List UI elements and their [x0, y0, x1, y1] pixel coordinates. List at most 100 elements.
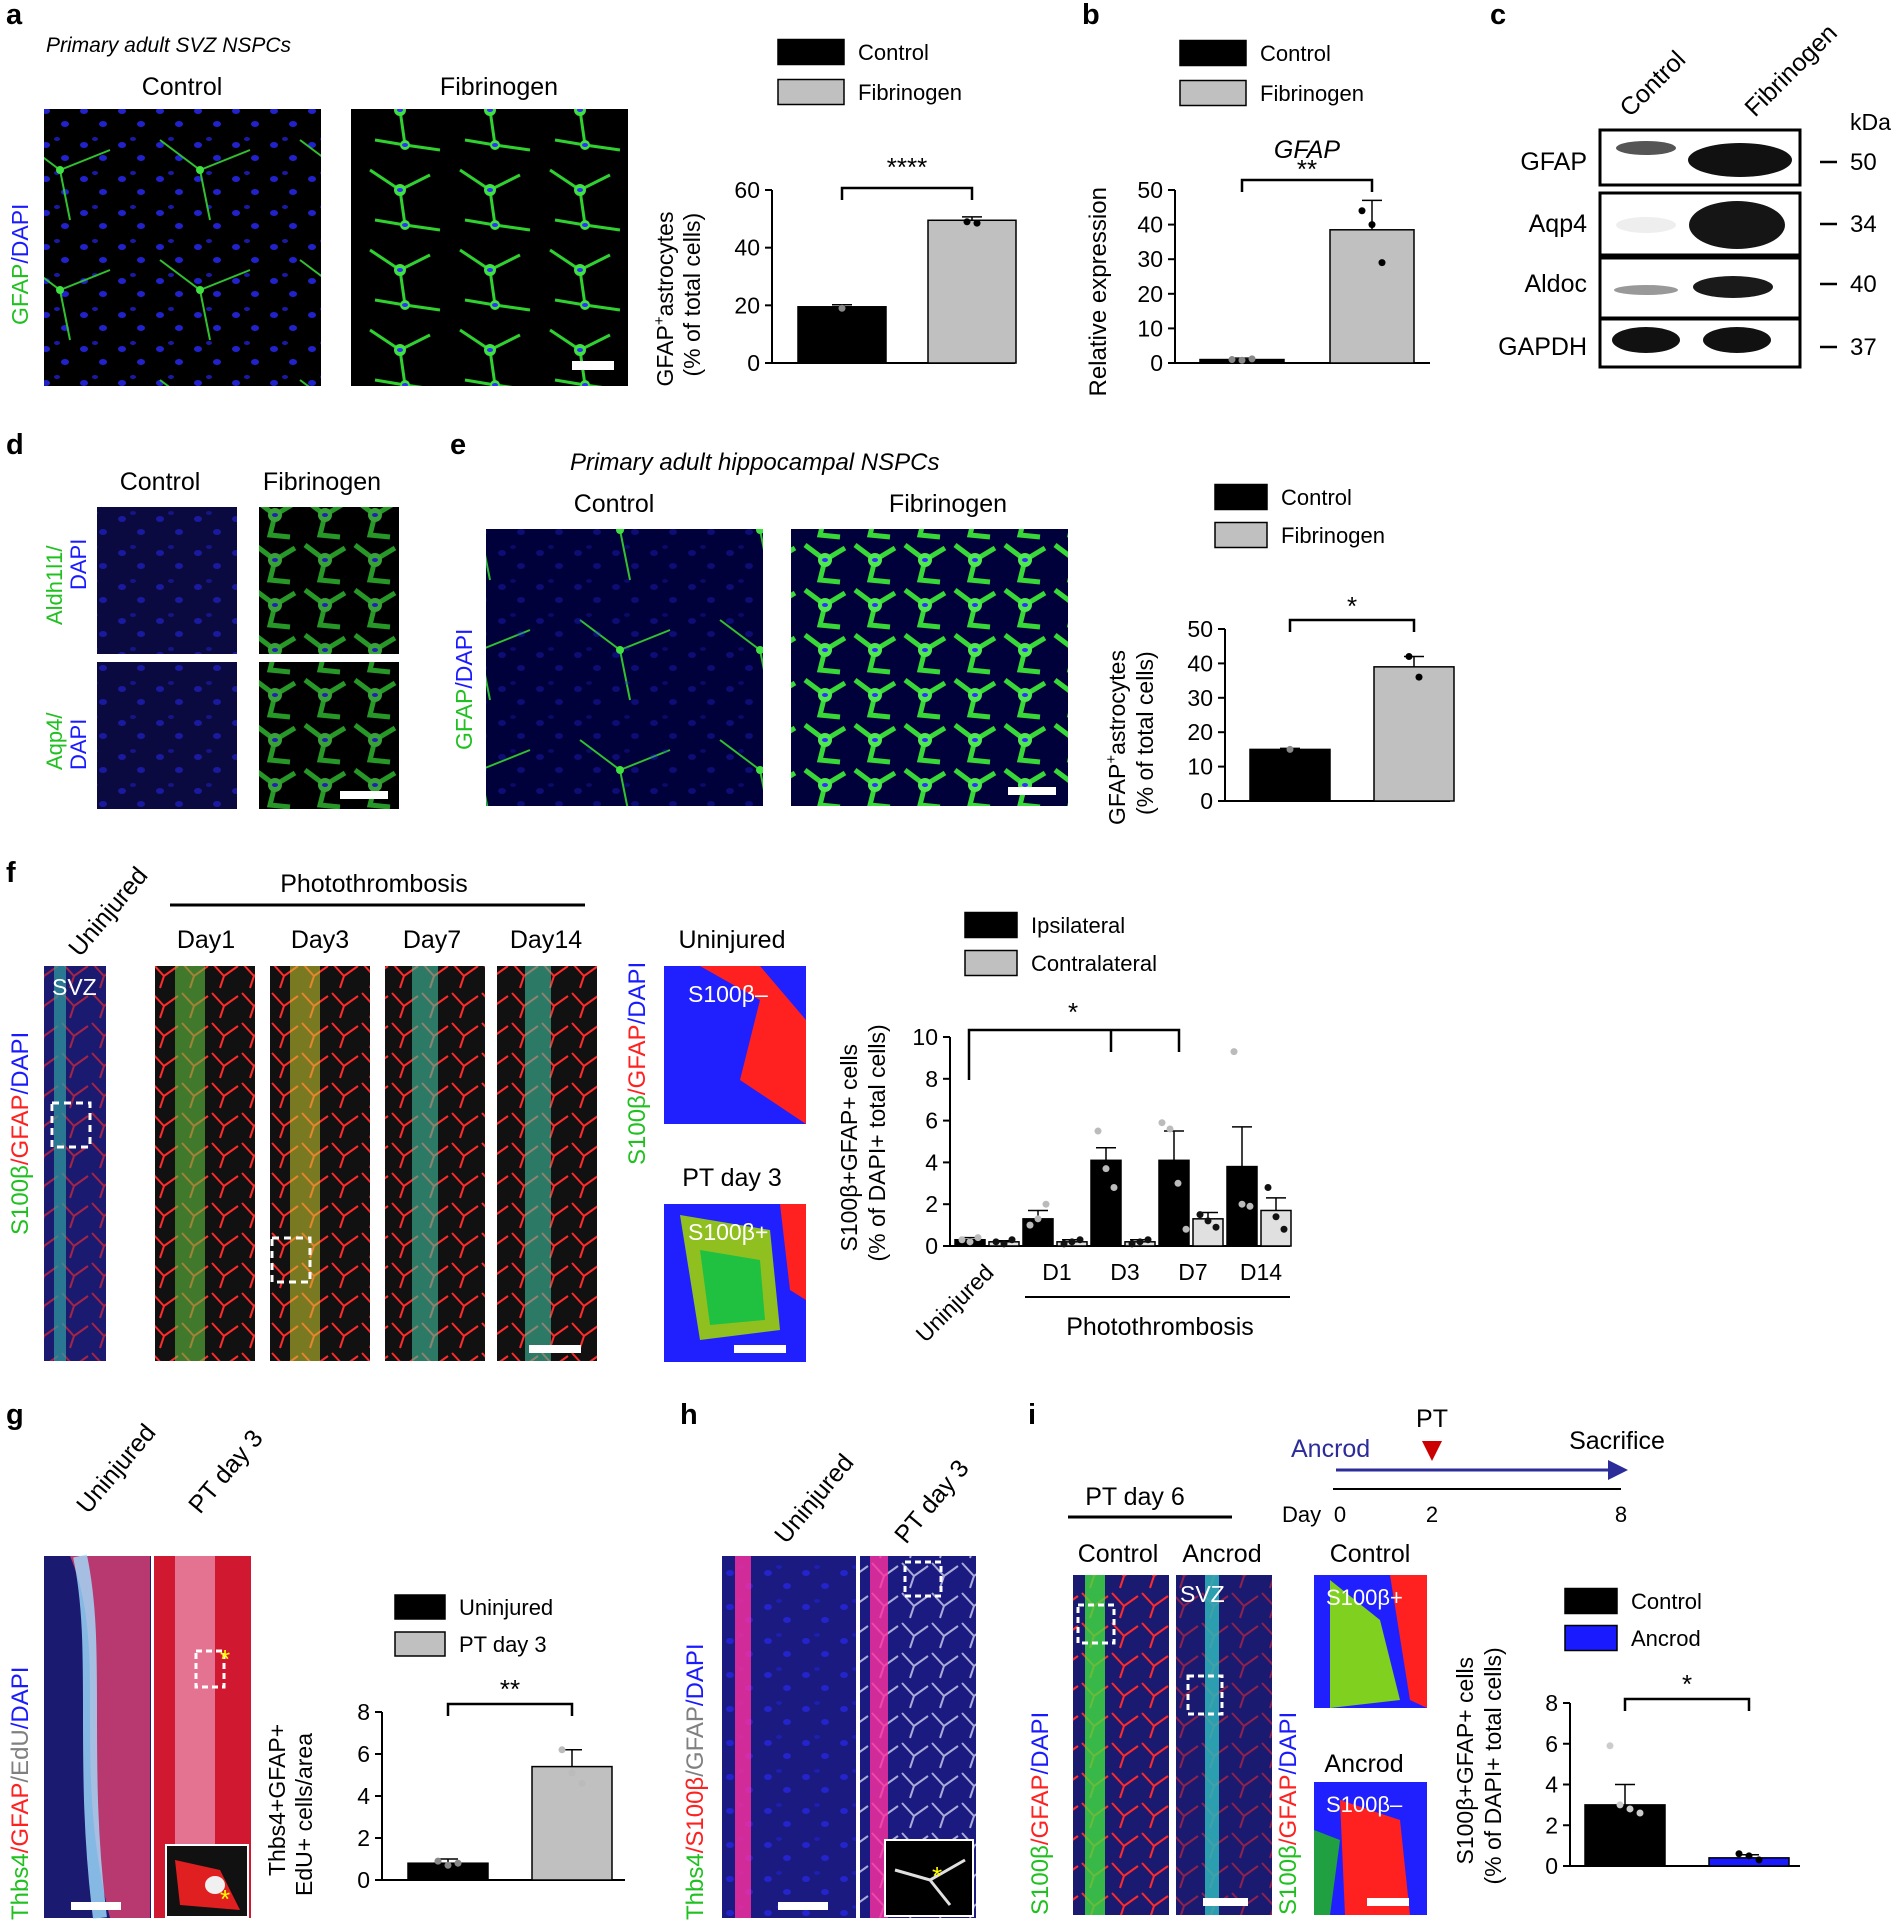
- data-point: [1286, 745, 1294, 753]
- bar: [1584, 1804, 1666, 1867]
- data-point: [1102, 1165, 1110, 1173]
- significance-bracket: [840, 186, 974, 200]
- chart-e: ControlFibrinogen01020304050*GFAP+astroc…: [1103, 483, 1455, 825]
- y-axis-label-2: (% of DAPI+ total cells): [1480, 1647, 1506, 1884]
- x-tick-label: D1: [1042, 1259, 1071, 1285]
- significance-bracket: [967, 1028, 1181, 1080]
- scale-bar: [529, 1345, 581, 1353]
- data-point: [1272, 1213, 1280, 1221]
- x-tick-label: D7: [1178, 1259, 1207, 1285]
- y-tick-label: 10: [1137, 315, 1163, 341]
- significance-label: *: [1347, 591, 1357, 621]
- timeline-day-label: Day: [1282, 1502, 1321, 1527]
- data-point: [1238, 1200, 1246, 1208]
- y-axis-label: S100β+GFAP+ cells: [836, 1044, 862, 1252]
- panel-letter-i: i: [1028, 1399, 1036, 1431]
- y-tick-label: 60: [734, 177, 760, 203]
- y-tick-label: 6: [925, 1108, 938, 1134]
- data-point: [1166, 1125, 1174, 1133]
- panel-e-col-fibrinogen: Fibrinogen: [889, 490, 1007, 518]
- data-point: [1000, 1240, 1008, 1248]
- data-point: [1060, 1240, 1068, 1248]
- data-point: [1128, 1240, 1136, 1248]
- data-point: [1228, 356, 1236, 364]
- y-tick-label: 2: [1545, 1812, 1558, 1838]
- data-point: [1026, 1221, 1034, 1229]
- panel-letter-h: h: [680, 1399, 698, 1431]
- legend-swatch: [394, 1631, 446, 1657]
- legend-label: Control: [1260, 41, 1331, 66]
- y-tick-label: 8: [1545, 1690, 1558, 1716]
- y-axis-label: Relative expression: [1085, 187, 1112, 396]
- timeline-arrowhead: [1608, 1460, 1628, 1480]
- y-tick-label: 30: [1187, 685, 1213, 711]
- day-label: Day3: [291, 926, 349, 954]
- panel-letter-g: g: [6, 1399, 24, 1431]
- legend-label: Uninjured: [459, 1595, 553, 1620]
- significance-bracket: [1623, 1697, 1751, 1711]
- y-tick-label: 20: [1187, 719, 1213, 745]
- panel-letter-d: d: [6, 429, 24, 461]
- panel-e-col-control: Control: [574, 490, 655, 518]
- panel-i-col-control: Control: [1078, 1540, 1159, 1568]
- data-point: [444, 1861, 452, 1869]
- data-point: [1094, 1127, 1102, 1135]
- panel-letter-f: f: [6, 857, 16, 889]
- panel-g-col-uninjured: Uninjured: [71, 1419, 161, 1519]
- blot-row-label: Aldoc: [1524, 270, 1587, 298]
- panel-e-stain-label: GFAP/DAPI: [451, 629, 477, 750]
- scale-bar: [340, 791, 388, 799]
- panel-h-asterisk: *: [932, 1861, 942, 1891]
- y-tick-label: 20: [734, 292, 760, 318]
- data-point: [1405, 653, 1413, 661]
- scale-bar: [1203, 1898, 1248, 1906]
- data-point: [1204, 1217, 1212, 1225]
- panel-f-zoom-top-title: Uninjured: [678, 926, 785, 954]
- panel-a-stain-label: GFAP/DAPI: [7, 204, 33, 325]
- x-tick-label: D14: [1240, 1259, 1282, 1285]
- significance-label: *: [1068, 997, 1078, 1027]
- y-axis-label-2: (% of DAPI+ total cells): [864, 1024, 890, 1261]
- data-point: [958, 1236, 966, 1244]
- scale-bar: [1367, 1898, 1409, 1906]
- kda-value: 50: [1850, 149, 1877, 176]
- timeline-tick-0: 0: [1334, 1502, 1346, 1527]
- micrograph-i-zooms: [1314, 1575, 1427, 1915]
- data-point: [974, 1234, 982, 1242]
- panel-i-zoom-top-label: S100β+: [1326, 1585, 1403, 1610]
- chart-f: IpsilateralContralateral0246810Uninjured…: [836, 911, 1292, 1347]
- panel-letter-c: c: [1490, 0, 1506, 31]
- data-point: [578, 1779, 586, 1787]
- y-axis-label: GFAP+astrocytes: [1103, 650, 1130, 825]
- legend-swatch: [1214, 521, 1268, 549]
- legend-swatch: [964, 949, 1018, 977]
- panel-h-col-pt: PT day 3: [889, 1455, 974, 1549]
- y-tick-label: 4: [357, 1783, 370, 1809]
- bar-ipsilateral: [1090, 1159, 1122, 1247]
- panel-letter-a: a: [6, 0, 23, 31]
- data-point: [1745, 1852, 1753, 1860]
- kda-value: 37: [1850, 334, 1877, 361]
- timeline-tick-8: 8: [1615, 1502, 1627, 1527]
- chart-title: GFAP: [1274, 136, 1341, 164]
- significance-label: *: [1682, 1669, 1692, 1699]
- y-tick-label: 40: [1187, 650, 1213, 676]
- panel-f-zoom-top-label: S100β–: [688, 981, 768, 1007]
- panel-i-svz-label: SVZ: [1180, 1581, 1225, 1607]
- y-tick-label: 10: [912, 1024, 938, 1050]
- significance-label: ****: [887, 152, 927, 182]
- data-point: [1280, 1225, 1288, 1233]
- bar-ipsilateral: [1158, 1159, 1190, 1247]
- panel-a-col-fibrinogen: Fibrinogen: [440, 73, 558, 101]
- y-tick-label: 8: [357, 1699, 370, 1725]
- timeline-pt-label: PT: [1416, 1405, 1448, 1433]
- y-tick-label: 50: [1137, 177, 1163, 203]
- micrograph-f-strips: [44, 966, 597, 1361]
- bar: [1249, 748, 1331, 802]
- data-point: [1174, 1179, 1182, 1187]
- panel-f-uninjured-label: Uninjured: [63, 862, 153, 962]
- y-tick-label: 4: [925, 1149, 938, 1175]
- data-point: [1415, 673, 1423, 681]
